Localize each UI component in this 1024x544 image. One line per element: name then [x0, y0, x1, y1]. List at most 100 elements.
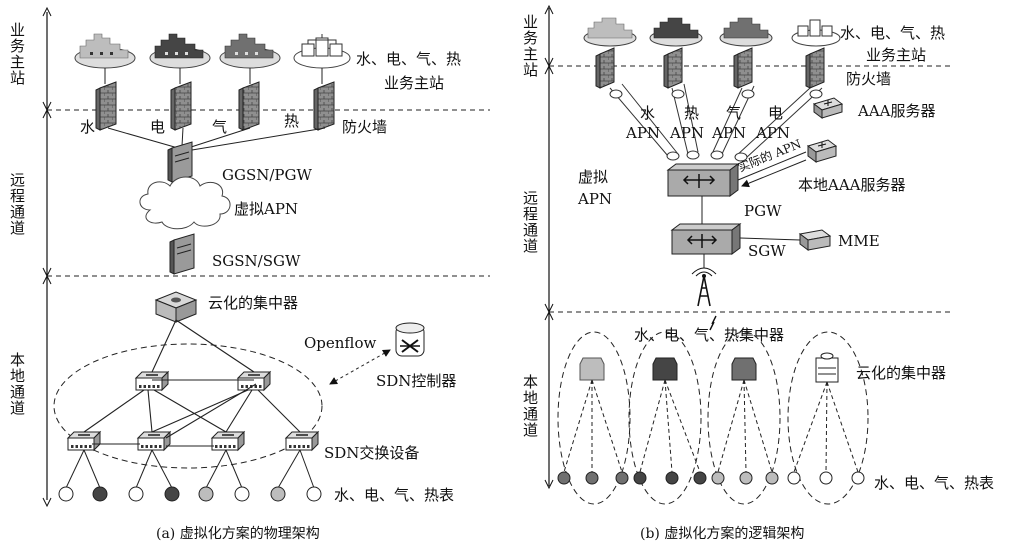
master-station-electric-icon: [649, 17, 703, 47]
firewall-electric-icon: [663, 47, 683, 89]
caption-b: (b) 虚拟化方案的逻辑架构: [640, 525, 804, 542]
masters-label: 水、电、气、热: [840, 24, 945, 42]
concentrator-link: [743, 379, 747, 473]
aaa-server-icon: [812, 97, 844, 119]
apn-label-1: APN: [625, 124, 660, 142]
meter-node: [164, 486, 180, 502]
concentrator-electric-icon: [652, 357, 678, 381]
actual-apn-link-top: [737, 151, 807, 181]
meters-row-a: [58, 449, 322, 502]
axis-arrow-up: [42, 6, 52, 17]
group-electric: [628, 331, 702, 505]
apn-char-water: 水: [640, 104, 655, 122]
meter-node: [819, 471, 833, 485]
virtual-apn-label: 虚拟APN: [234, 200, 298, 218]
sdn-switch-icon: [210, 430, 246, 452]
apn-char-heat: 热: [684, 104, 699, 122]
meter-node: [306, 486, 322, 502]
firewall-heat-icon: [313, 81, 335, 131]
sdn-controller-label: SDN控制器: [376, 372, 456, 390]
ggsn-server-icon: [167, 141, 193, 183]
meter-node: [633, 471, 647, 485]
link: [181, 127, 184, 147]
meter-link: [135, 449, 153, 489]
zone-label-top: 业务主站: [8, 22, 26, 86]
concentrator-link: [717, 379, 745, 473]
firewall-label-heat: 热: [284, 112, 299, 130]
meter-node: [665, 471, 679, 485]
axis-arrow-down: [544, 479, 554, 490]
meters-label: 水、电、气、热表: [334, 486, 454, 504]
firewall-label: 防火墙: [342, 118, 387, 136]
caption-a: (a) 虚拟化方案的物理架构: [156, 525, 320, 542]
meters-row-b: [557, 471, 865, 485]
sgw-router-icon: [670, 223, 742, 255]
meter-node: [711, 471, 725, 485]
concentrator-link: [825, 381, 828, 473]
link: [187, 127, 251, 149]
actual-apn-link-bottom: [741, 159, 807, 188]
master-station-gas-icon: [719, 17, 773, 47]
virtual-apn-label: APN: [577, 190, 612, 208]
firewall-label-water: 水: [80, 118, 95, 136]
firewall-label: 防火墙: [846, 70, 891, 88]
meter-node: [851, 471, 865, 485]
mme-icon: [798, 229, 832, 251]
concentrator-link: [664, 379, 701, 473]
sdn-switch-icon: [134, 370, 170, 392]
link: [191, 127, 326, 151]
sdn-links: [83, 319, 301, 447]
firewall-heat-icon: [805, 47, 825, 89]
firewall-icons: [95, 81, 335, 131]
apn-char-electric: 电: [768, 104, 783, 122]
zone-label-middle: 远程通道: [521, 190, 539, 254]
meters-label: 水、电、气、热表: [874, 474, 994, 492]
concentrator-groups: [557, 331, 869, 505]
meter-node: [557, 471, 571, 485]
master-station-water-icon: [583, 17, 637, 47]
firewall-gas-icon: [733, 47, 753, 89]
meter-node: [128, 486, 144, 502]
zone-label-top: 业务主站: [521, 14, 539, 78]
meter-link: [225, 449, 243, 489]
panel-a: 业务主站 远程通道 本地通道 水、电、气、热 业务主站: [8, 6, 490, 542]
group-gas: [707, 331, 781, 505]
meter-link: [65, 449, 85, 489]
meter-node: [92, 486, 108, 502]
firewall-gas-icon: [238, 81, 260, 131]
master-station-gas-icon: [219, 33, 281, 69]
masters-label-line2: 业务主站: [384, 74, 444, 92]
sdn-switch-icon: [136, 430, 172, 452]
concentrator-link: [591, 379, 623, 473]
concentrator-link: [664, 379, 673, 473]
cloud-concentrator-icon: [154, 291, 198, 323]
aaa-label: AAA服务器: [857, 102, 936, 120]
link: [739, 237, 801, 241]
antenna-icon: [691, 267, 717, 307]
pgw-label: PGW: [744, 202, 782, 220]
concentrator-link: [793, 381, 828, 473]
group-water: [557, 331, 631, 505]
sgsn-label: SGSN/SGW: [212, 252, 301, 270]
meter-node: [58, 486, 74, 502]
meter-node: [615, 471, 629, 485]
mme-label: MME: [838, 232, 880, 250]
meter-node: [693, 471, 707, 485]
firewall-electric-icon: [170, 81, 192, 131]
openflow-label: Openflow: [304, 334, 376, 352]
cloud-concentrator-label: 云化的集中器: [208, 294, 298, 312]
cloud-icon: [139, 176, 231, 230]
meter-node: [234, 486, 250, 502]
meter-link: [205, 449, 227, 489]
sgsn-server-icon: [169, 233, 195, 275]
axis-arrow-up: [544, 4, 554, 15]
sdn-switches: [66, 370, 320, 452]
apn-label-4: APN: [755, 124, 790, 142]
virtual-label: 虚拟: [578, 168, 608, 186]
zone-label-bottom: 本地通道: [521, 374, 539, 438]
firewall-label-electric: 电: [150, 118, 165, 136]
panel-b: 业务主站 远程通道 本地通道 水、电、气、热 业务主站 防火墙: [521, 4, 994, 542]
link: [107, 127, 179, 149]
